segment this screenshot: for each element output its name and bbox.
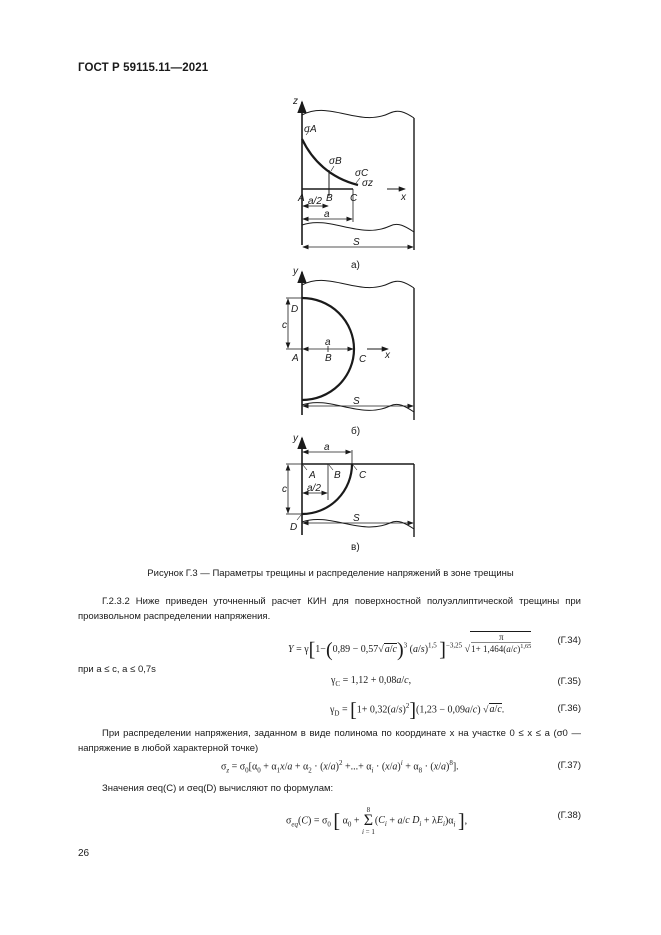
equation-g34-body: Y = γ[1−(0,89 − 0,57√a/c)3 (a/s)1,5 ]−3,… (288, 631, 532, 661)
dim-a-half-label: a/2 (307, 483, 321, 494)
paragraph-g232: Г.2.3.2 Ниже приведен уточненный расчет … (78, 596, 581, 622)
sigma-b-label: σB (329, 156, 342, 167)
equation-number: (Г.36) (557, 703, 581, 714)
equation-g37: σz = σ0[α0 + α1x/a + α2 · (x/a)2 +...+ α… (78, 759, 581, 775)
point-a-label: A (308, 470, 316, 481)
point-a-label: A (291, 353, 299, 364)
dim-c-label: c (282, 484, 287, 495)
dim-c-label: c (282, 320, 287, 331)
point-b-label: B (334, 470, 341, 481)
dim-s-label: S (353, 396, 360, 407)
axis-y-label: y (292, 266, 299, 277)
equation-number: (Г.35) (557, 676, 581, 687)
paragraph-sigma-eq: Значения σeq(C) и σeq(D) вычисляют по фо… (102, 783, 334, 794)
condition-text: при a ≤ c, a ≤ 0,7s (78, 664, 156, 675)
equation-number: (Г.38) (557, 810, 581, 821)
panel-a-label: а) (351, 260, 360, 271)
panel-c-label: в) (351, 542, 360, 553)
dim-a-half-label: a/2 (308, 196, 322, 207)
axis-z-label: z (292, 96, 298, 107)
document-header: ГОСТ Р 59115.11—2021 (78, 62, 209, 74)
panel-b (285, 270, 415, 420)
page-number: 26 (78, 848, 90, 859)
panel-b-label: б) (351, 425, 360, 437)
equation-g34: Y = γ[1−(0,89 − 0,57√a/c)3 (a/s)1,5 ]−3,… (78, 627, 581, 660)
sigma-z-label: σz (362, 178, 373, 189)
dim-s-label: S (353, 237, 360, 248)
point-c-label: C (359, 470, 367, 481)
point-d-label: D (291, 304, 298, 315)
point-b-label: B (326, 193, 333, 204)
equation-number: (Г.37) (557, 760, 581, 771)
dim-a-label: a (325, 337, 331, 348)
figure-g3: z σA σB σC σz A B C x a/2 a S а) y D c a… (282, 96, 415, 553)
equation-g35-body: γC = 1,12 + 0,08a/c, (331, 675, 412, 688)
axis-y-label: y (292, 433, 299, 444)
figure-caption: Рисунок Г.3 — Параметры трещины и распре… (147, 568, 514, 579)
equation-number: (Г.34) (557, 635, 581, 646)
equation-g37-body: σz = σ0[α0 + α1x/a + α2 · (x/a)2 +...+ α… (221, 759, 459, 775)
equation-g36-body: γD = [1+ 0,32(a/s)2](1,23 − 0,09a/c) √a/… (330, 699, 505, 722)
point-a-label: A (297, 193, 305, 204)
paragraph-polynomial: При распределении напряжения, заданном в… (78, 728, 581, 754)
point-c-label: C (359, 354, 367, 365)
sigma-c-label: σC (355, 168, 369, 179)
point-d-label: D (290, 522, 297, 533)
point-c-label: C (350, 193, 358, 204)
axis-x-label: x (384, 350, 391, 361)
axis-x-label: x (400, 192, 407, 203)
point-b-label: B (325, 353, 332, 364)
dim-a-label: a (324, 209, 330, 220)
dim-s-label: S (353, 513, 360, 524)
sigma-a-label: σA (304, 124, 317, 135)
equation-g36: γD = [1+ 0,32(a/s)2](1,23 − 0,09a/c) √a/… (78, 699, 581, 722)
panel-c (285, 436, 415, 537)
equation-g35: γC = 1,12 + 0,08a/c, (Г.35) (78, 675, 581, 691)
panel-a (297, 100, 415, 250)
dim-a-label: a (324, 442, 330, 453)
